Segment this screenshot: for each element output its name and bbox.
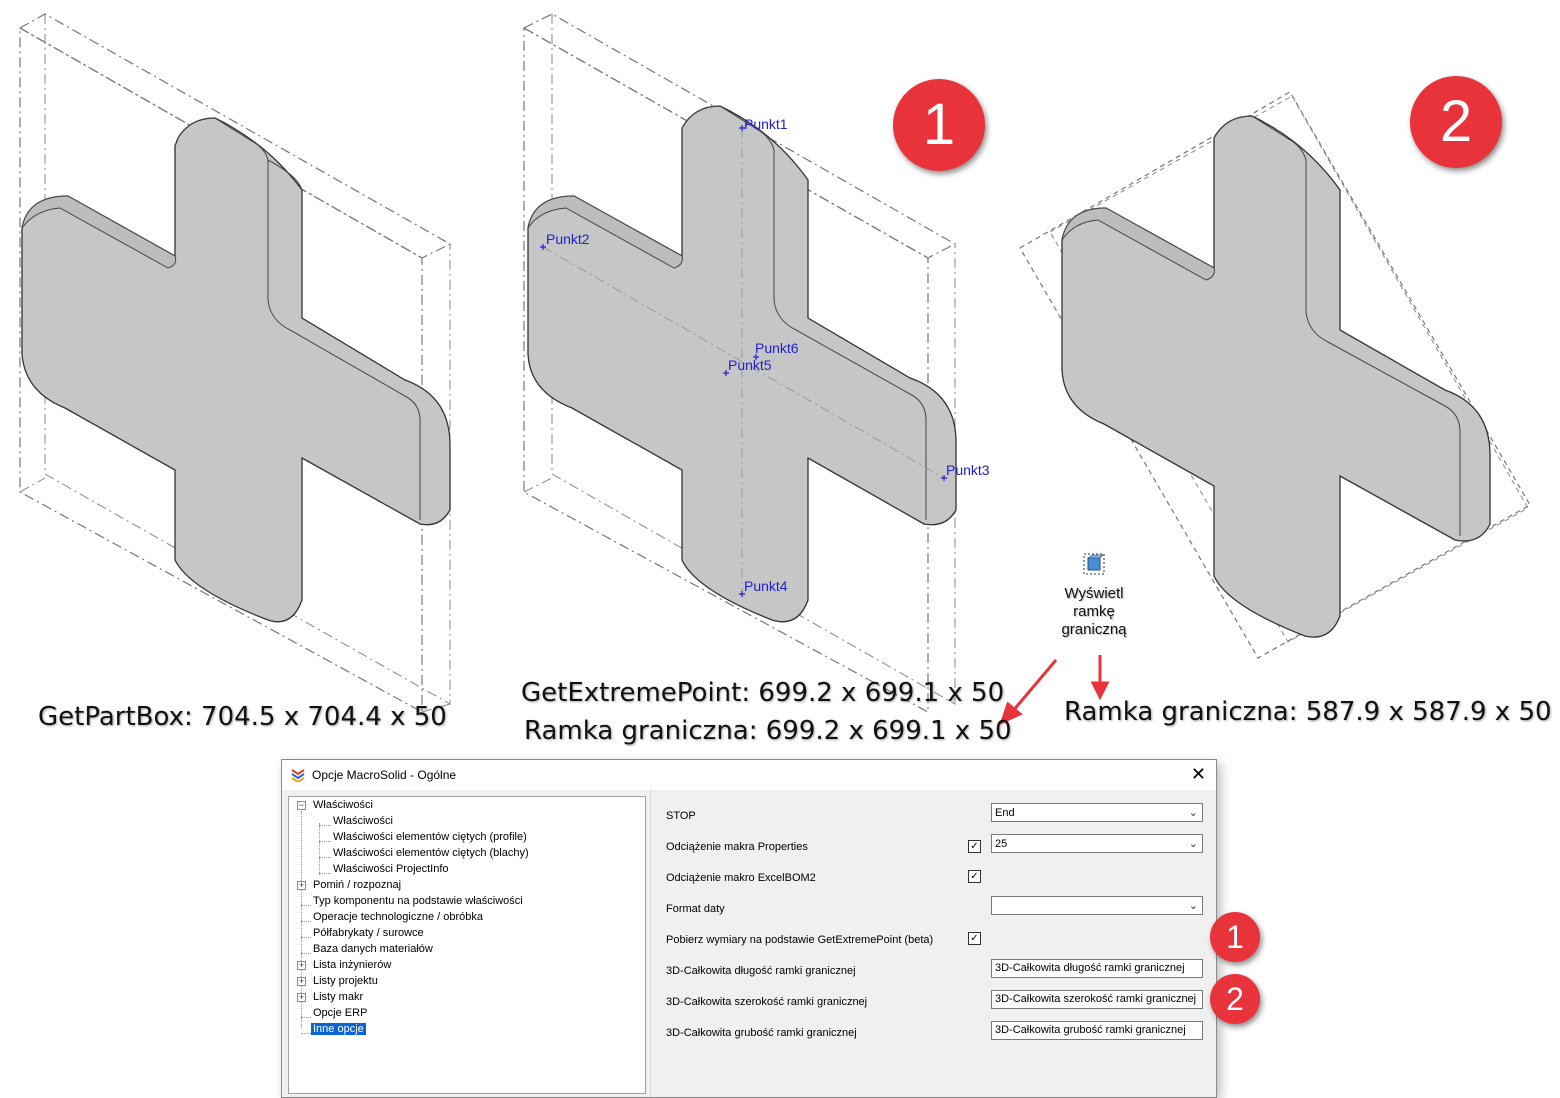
tree-item-pomin[interactable]: Pomiń / rozpoznaj — [313, 879, 402, 891]
caption-getpartbox: GetPartBox: 704.5 x 704.4 x 50 — [38, 702, 447, 732]
excel-label: Odciążenie makro ExcelBOM2 — [666, 872, 816, 884]
thick-label: 3D-Całkowita grubość ramki granicznej — [666, 1027, 857, 1039]
badge-one: 1 — [893, 79, 985, 171]
stop-select[interactable]: End ⌄ — [991, 803, 1203, 822]
tree-item-wlasciwosci-sub[interactable]: Właściwości — [333, 815, 393, 827]
options-dialog: Opcje MacroSolid - Ogólne ✕ − + + + + Wł… — [281, 759, 1217, 1098]
length-input[interactable]: 3D-Całkowita długość ramki granicznej — [991, 959, 1203, 978]
tree-item-lista-inzynierow[interactable]: Lista inżynierów — [313, 959, 392, 971]
tree-item-operacje[interactable]: Operacje technologiczne / obróbka — [313, 911, 483, 923]
chevron-down-icon: ⌄ — [1188, 807, 1198, 819]
solid-getpartbox — [18, 13, 452, 714]
panel-divider — [650, 790, 651, 1097]
tree-item-inne-opcje[interactable]: Inne opcje — [311, 1023, 366, 1035]
extreme-label: Pobierz wymiary na podstawie GetExtremeP… — [666, 934, 934, 946]
props-select-value: 25 — [995, 838, 1008, 850]
dialog-body: − + + + + Właściwości Właściwości Właści… — [282, 790, 1216, 1097]
close-icon[interactable]: ✕ — [1190, 764, 1206, 784]
tool-label-line3: graniczną — [1061, 621, 1127, 638]
badge-two-small: 2 — [1210, 974, 1260, 1024]
solid-getextremepoint — [522, 13, 957, 714]
thick-input[interactable]: 3D-Całkowita grubość ramki granicznej — [991, 1021, 1203, 1040]
chevron-down-icon: ⌄ — [1188, 838, 1198, 850]
tree-item-listy-projektu[interactable]: Listy projektu — [313, 975, 378, 987]
tree-item-listy-makr[interactable]: Listy makr — [313, 991, 364, 1003]
point-label: Punkt3 — [946, 462, 990, 478]
extreme-point-markers — [540, 125, 947, 597]
point-label: Punkt6 — [755, 340, 799, 356]
expand-icon[interactable]: + — [297, 992, 306, 1002]
props-checkbox[interactable]: ✓ — [968, 840, 981, 853]
dialog-title: Opcje MacroSolid - Ogólne — [312, 768, 457, 782]
caption-ramka-middle: Ramka graniczna: 699.2 x 699.1 x 50 — [524, 716, 1012, 746]
tool-label-line1: Wyświetl — [1064, 585, 1124, 602]
stop-label: STOP — [666, 810, 696, 822]
tree-item-opcje-erp[interactable]: Opcje ERP — [313, 1007, 368, 1019]
width-input[interactable]: 3D-Całkowita szerokość ramki granicznej — [991, 990, 1203, 1009]
expand-icon[interactable]: + — [297, 960, 306, 970]
caption-ramka-right: Ramka graniczna: 587.9 x 587.9 x 50 — [1064, 697, 1552, 727]
extreme-checkbox[interactable]: ✓ — [968, 932, 981, 945]
macrosolid-icon — [291, 769, 305, 782]
tree-item-polfabrykaty[interactable]: Półfabrykaty / surowce — [313, 927, 424, 939]
width-label: 3D-Całkowita szerokość ramki granicznej — [666, 996, 868, 1008]
point-label: Punkt1 — [744, 116, 788, 132]
props-label: Odciążenie makra Properties — [666, 841, 808, 853]
date-select[interactable]: ⌄ — [991, 896, 1203, 915]
point-label: Punkt2 — [546, 231, 590, 247]
badge-two: 2 — [1410, 76, 1502, 168]
point-label: Punkt5 — [728, 357, 772, 373]
props-select[interactable]: 25 ⌄ — [991, 834, 1203, 853]
collapse-icon[interactable]: − — [297, 800, 306, 810]
caption-getextremepoint: GetExtremePoint: 699.2 x 699.1 x 50 — [521, 678, 1005, 708]
solid-oriented-box — [1019, 91, 1531, 659]
tree-item-baza-materialow[interactable]: Baza danych materiałów — [313, 943, 433, 955]
dialog-titlebar: Opcje MacroSolid - Ogólne ✕ — [282, 760, 1216, 790]
tree-item-blachy[interactable]: Właściwości elementów ciętych (blachy) — [333, 847, 529, 859]
show-bounding-box-button[interactable]: Wyświetl ramkę graniczną — [1052, 552, 1136, 639]
stop-select-value: End — [995, 807, 1015, 819]
date-label: Format daty — [666, 903, 725, 915]
expand-icon[interactable]: + — [297, 880, 306, 890]
bounding-box-icon — [1083, 553, 1105, 575]
expand-icon[interactable]: + — [297, 976, 306, 986]
tree-item-projectinfo[interactable]: Właściwości ProjectInfo — [333, 863, 449, 875]
options-tree[interactable]: − + + + + Właściwości Właściwości Właści… — [288, 796, 646, 1094]
tree-item-profile[interactable]: Właściwości elementów ciętych (profile) — [333, 831, 527, 843]
tree-item-wlasciwosci[interactable]: Właściwości — [313, 799, 373, 811]
tree-item-typ-komponentu[interactable]: Typ komponentu na podstawie właściwości — [313, 895, 523, 907]
badge-one-small: 1 — [1210, 912, 1260, 962]
tool-label-line2: ramkę — [1073, 603, 1115, 620]
excel-checkbox[interactable]: ✓ — [968, 870, 981, 883]
chevron-down-icon: ⌄ — [1188, 900, 1198, 912]
point-label: Punkt4 — [744, 578, 788, 594]
length-label: 3D-Całkowita długość ramki granicznej — [666, 965, 856, 977]
